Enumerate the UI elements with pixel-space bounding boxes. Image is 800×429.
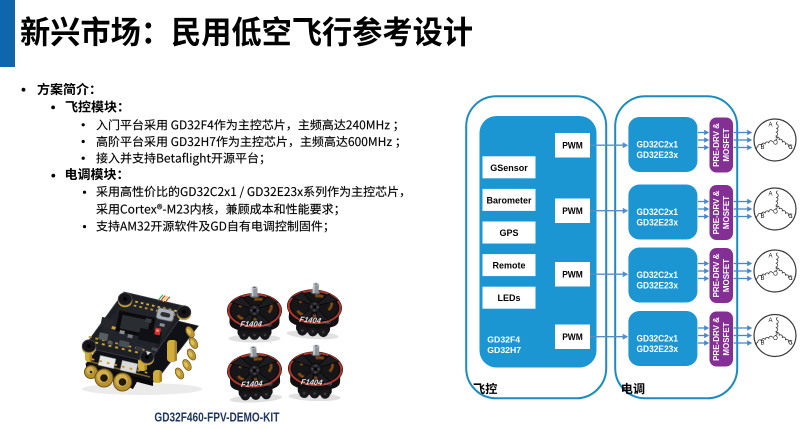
svg-text:PWM: PWM <box>562 206 583 216</box>
svg-text:GD32F4: GD32F4 <box>487 335 520 345</box>
svg-text:GD32F460-FPV-DEMO-KIT: GD32F460-FPV-DEMO-KIT <box>154 409 279 424</box>
svg-text:PRE-DRV &: PRE-DRV & <box>712 253 721 297</box>
svg-text:PRE-DRV &: PRE-DRV & <box>712 190 721 234</box>
svg-text:GD32H7: GD32H7 <box>487 345 521 355</box>
svg-text:GD32C2x1: GD32C2x1 <box>637 270 679 281</box>
svg-text:GSensor: GSensor <box>490 163 528 173</box>
svg-text:GD32E23x: GD32E23x <box>637 218 679 229</box>
svg-text:PRE-DRV &: PRE-DRV & <box>712 317 721 361</box>
svg-text:GD32E23x: GD32E23x <box>637 281 679 292</box>
svg-text:GD32C2x1: GD32C2x1 <box>637 334 679 345</box>
svg-text:GPS: GPS <box>499 228 518 238</box>
svg-text:MOSFET: MOSFET <box>722 322 731 355</box>
svg-text:LEDs: LEDs <box>497 293 520 303</box>
svg-text:MOSFET: MOSFET <box>722 259 731 292</box>
svg-text:PRE-DRV &: PRE-DRV & <box>712 123 721 167</box>
svg-text:MOSFET: MOSFET <box>722 128 731 161</box>
svg-text:Barometer: Barometer <box>486 195 532 205</box>
svg-text:PWM: PWM <box>562 141 583 151</box>
svg-text:PWM: PWM <box>562 270 583 280</box>
svg-text:GD32C2x1: GD32C2x1 <box>637 140 679 151</box>
svg-text:GD32E23x: GD32E23x <box>637 150 679 161</box>
svg-text:GD32E23x: GD32E23x <box>637 344 679 355</box>
svg-text:Remote: Remote <box>492 261 525 271</box>
svg-text:GD32C2x1: GD32C2x1 <box>637 207 679 218</box>
svg-text:PWM: PWM <box>562 332 583 342</box>
svg-text:MOSFET: MOSFET <box>722 196 731 229</box>
